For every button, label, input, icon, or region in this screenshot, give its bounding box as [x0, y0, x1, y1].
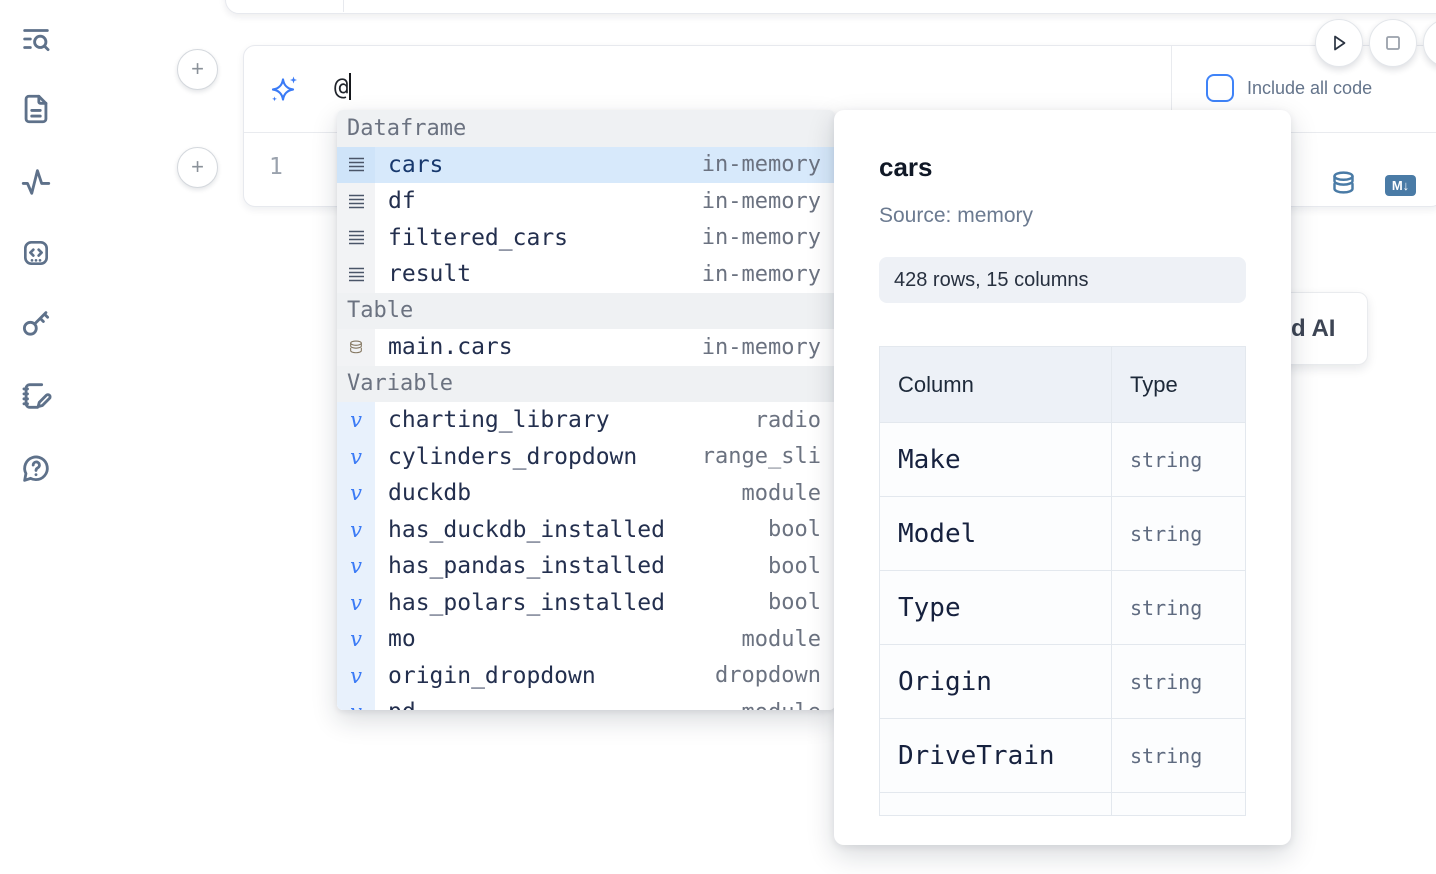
- schema-row-origin: Origin string: [880, 645, 1245, 719]
- dataframe-icon: [337, 219, 375, 256]
- variable-icon: v: [337, 694, 375, 710]
- autocomplete-item-pd-clipped[interactable]: v pd module: [337, 694, 835, 710]
- include-all-code-label: Include all code: [1247, 77, 1373, 98]
- file-document-icon: [19, 92, 53, 129]
- variable-icon: v: [337, 657, 375, 694]
- autocomplete-section-dataframe: Dataframe: [337, 110, 835, 147]
- sidebar-item-toc-search[interactable]: [16, 20, 56, 60]
- activity-icon: [19, 165, 53, 202]
- database-button[interactable]: [1330, 169, 1357, 201]
- schema-row-clipped: [880, 793, 1245, 815]
- cell-action-icons: M↓: [1330, 169, 1416, 201]
- autocomplete-item-has-duckdb-installed[interactable]: v has_duckdb_installed bool: [337, 511, 835, 548]
- autocomplete-dropdown: Dataframe cars in-memory df in-memory fi…: [337, 110, 835, 710]
- sidebar-item-snippets[interactable]: [16, 234, 56, 274]
- autocomplete-item-origin-dropdown[interactable]: v origin_dropdown dropdown: [337, 657, 835, 694]
- schema-header-type: Type: [1130, 371, 1178, 397]
- sidebar-item-activity[interactable]: [16, 163, 56, 203]
- sidebar: [0, 0, 72, 874]
- help-chat-icon: [19, 452, 53, 489]
- add-cell-above-button[interactable]: +: [177, 49, 218, 90]
- include-all-code-checkbox[interactable]: [1206, 74, 1234, 102]
- database-icon: [1333, 171, 1354, 194]
- autocomplete-item-mo[interactable]: v mo module: [337, 621, 835, 658]
- schema-row-drivetrain: DriveTrain string: [880, 719, 1245, 793]
- variable-icon: v: [337, 402, 375, 439]
- add-cell-below-button[interactable]: +: [177, 147, 218, 188]
- previous-cell-bottom: [225, 0, 1436, 14]
- prompt-value: @: [334, 73, 349, 101]
- table-of-contents-search-icon: [19, 22, 53, 59]
- schema-row-model: Model string: [880, 497, 1245, 571]
- autocomplete-section-table: Table: [337, 292, 835, 329]
- preview-title: cars: [879, 152, 933, 182]
- autocomplete-item-cars[interactable]: cars in-memory: [337, 146, 835, 183]
- ai-prompt-input[interactable]: @: [334, 73, 352, 101]
- cell-vertical-divider: [1171, 46, 1172, 132]
- autocomplete-item-filtered-cars[interactable]: filtered_cars in-memory: [337, 219, 835, 256]
- text-cursor: [349, 73, 352, 100]
- code-snippet-icon: [20, 237, 52, 272]
- autocomplete-item-charting-library[interactable]: v charting_library radio: [337, 402, 835, 439]
- variable-icon: v: [337, 475, 375, 512]
- stop-icon: [1386, 36, 1400, 50]
- autocomplete-item-df[interactable]: df in-memory: [337, 183, 835, 220]
- play-icon: [1334, 35, 1346, 51]
- schema-row-type: Type string: [880, 571, 1245, 645]
- autocomplete-item-main-cars[interactable]: main.cars in-memory: [337, 329, 835, 366]
- previous-cell-divider: [343, 0, 344, 12]
- scratchpad-notebook-icon: [19, 379, 53, 416]
- autocomplete-item-has-pandas-installed[interactable]: v has_pandas_installed bool: [337, 548, 835, 585]
- table-icon: [337, 329, 375, 366]
- preview-summary-badge: 428 rows, 15 columns: [879, 257, 1246, 303]
- sidebar-item-secrets[interactable]: [16, 305, 56, 345]
- sidebar-item-help[interactable]: [16, 450, 56, 490]
- autocomplete-section-variable: Variable: [337, 365, 835, 402]
- key-icon: [19, 307, 53, 344]
- dataframe-icon: [337, 256, 375, 293]
- sidebar-item-scratchpad[interactable]: [16, 377, 56, 417]
- variable-icon: v: [337, 584, 375, 621]
- markdown-convert-button[interactable]: M↓: [1385, 174, 1416, 196]
- include-all-code-control: Include all code: [1206, 74, 1372, 102]
- autocomplete-item-has-polars-installed[interactable]: v has_polars_installed bool: [337, 584, 835, 621]
- dataframe-icon: [337, 183, 375, 220]
- dataframe-icon: [337, 146, 375, 183]
- autocomplete-item-result[interactable]: result in-memory: [337, 256, 835, 293]
- run-cell-button[interactable]: [1315, 19, 1363, 67]
- dataframe-preview-panel: cars Source: memory 428 rows, 15 columns…: [834, 110, 1291, 845]
- variable-icon: v: [337, 511, 375, 548]
- variable-icon: v: [337, 621, 375, 658]
- ai-sparkle-icon: [268, 73, 300, 105]
- sidebar-item-files[interactable]: [16, 90, 56, 130]
- line-number: 1: [269, 154, 283, 180]
- schema-table: Column Type Make string Model string Typ…: [879, 346, 1246, 816]
- autocomplete-item-duckdb[interactable]: v duckdb module: [337, 475, 835, 512]
- ai-badge-label: d AI: [1291, 314, 1336, 342]
- preview-source: Source: memory: [879, 204, 1034, 227]
- stop-cell-button[interactable]: [1369, 19, 1417, 67]
- variable-icon: v: [337, 548, 375, 585]
- schema-header-row: Column Type: [880, 347, 1245, 423]
- variable-icon: v: [337, 438, 375, 475]
- autocomplete-item-cylinders-dropdown[interactable]: v cylinders_dropdown range_sli: [337, 438, 835, 475]
- schema-header-column: Column: [880, 347, 1112, 422]
- schema-row-make: Make string: [880, 423, 1245, 497]
